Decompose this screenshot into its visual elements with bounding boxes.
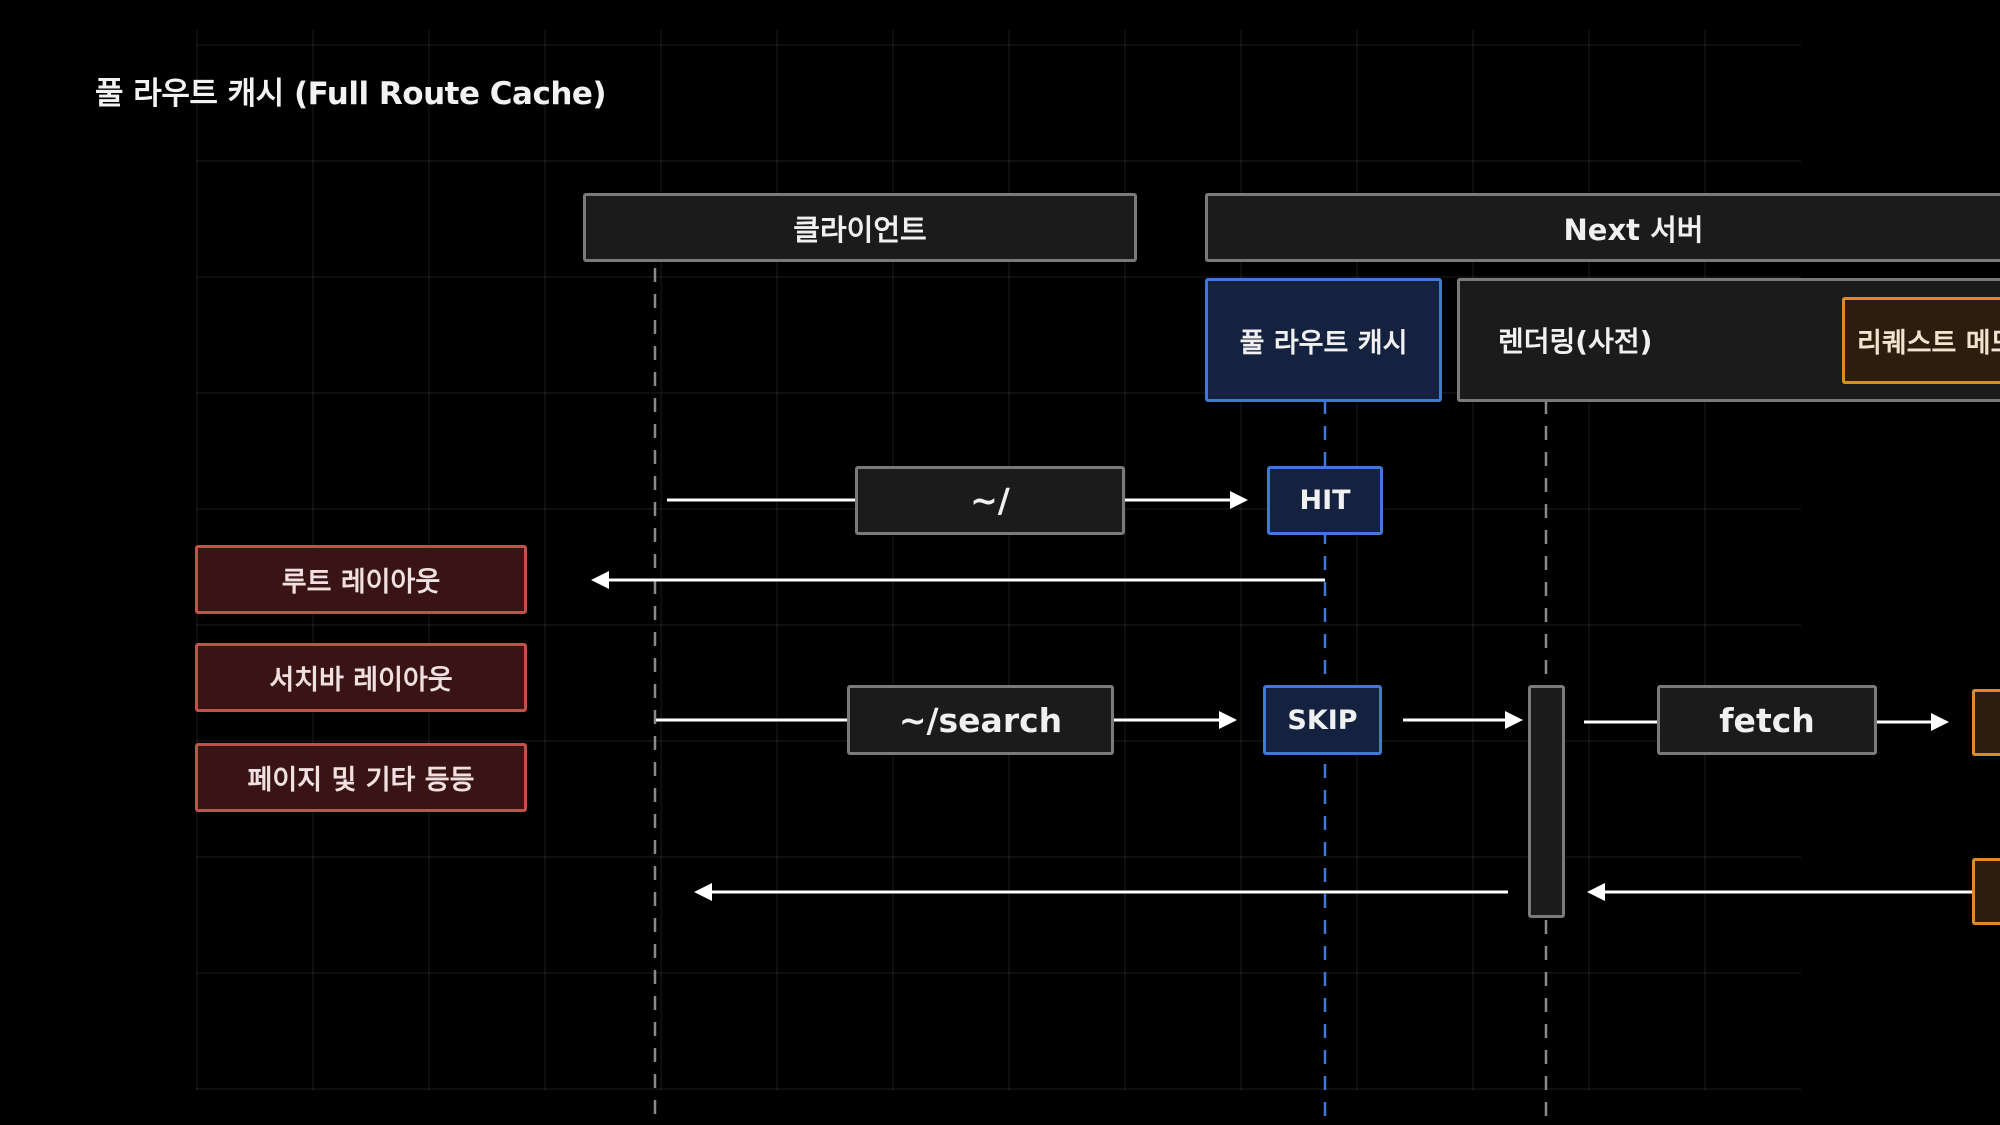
server-lane-header: Next 서버 bbox=[1205, 193, 2000, 262]
root-path-request: ~/ bbox=[855, 466, 1125, 535]
search-bar-layout-box: 서치바 레이아웃 bbox=[195, 643, 527, 712]
full-route-cache-section: 풀 라우트 캐시 bbox=[1205, 278, 1442, 402]
root-layout-box: 루트 레이아웃 bbox=[195, 545, 527, 614]
search-path-request: ~/search bbox=[847, 685, 1114, 755]
page-etc-box: 페이지 및 기타 등등 bbox=[195, 743, 527, 812]
diagram-title: 풀 라우트 캐시 (Full Route Cache) bbox=[95, 76, 607, 112]
cache-hit-badge: HIT bbox=[1267, 466, 1383, 535]
request-memo-box-upper bbox=[1972, 689, 2000, 756]
client-lane-header: 클라이언트 bbox=[583, 193, 1137, 262]
request-memo-section: 리퀘스트 메모 bbox=[1842, 297, 2000, 384]
request-memo-box-lower bbox=[1972, 858, 2000, 925]
cache-skip-badge: SKIP bbox=[1263, 685, 1382, 755]
rendering-activation-bar bbox=[1528, 685, 1565, 918]
fetch-request: fetch bbox=[1657, 685, 1877, 755]
